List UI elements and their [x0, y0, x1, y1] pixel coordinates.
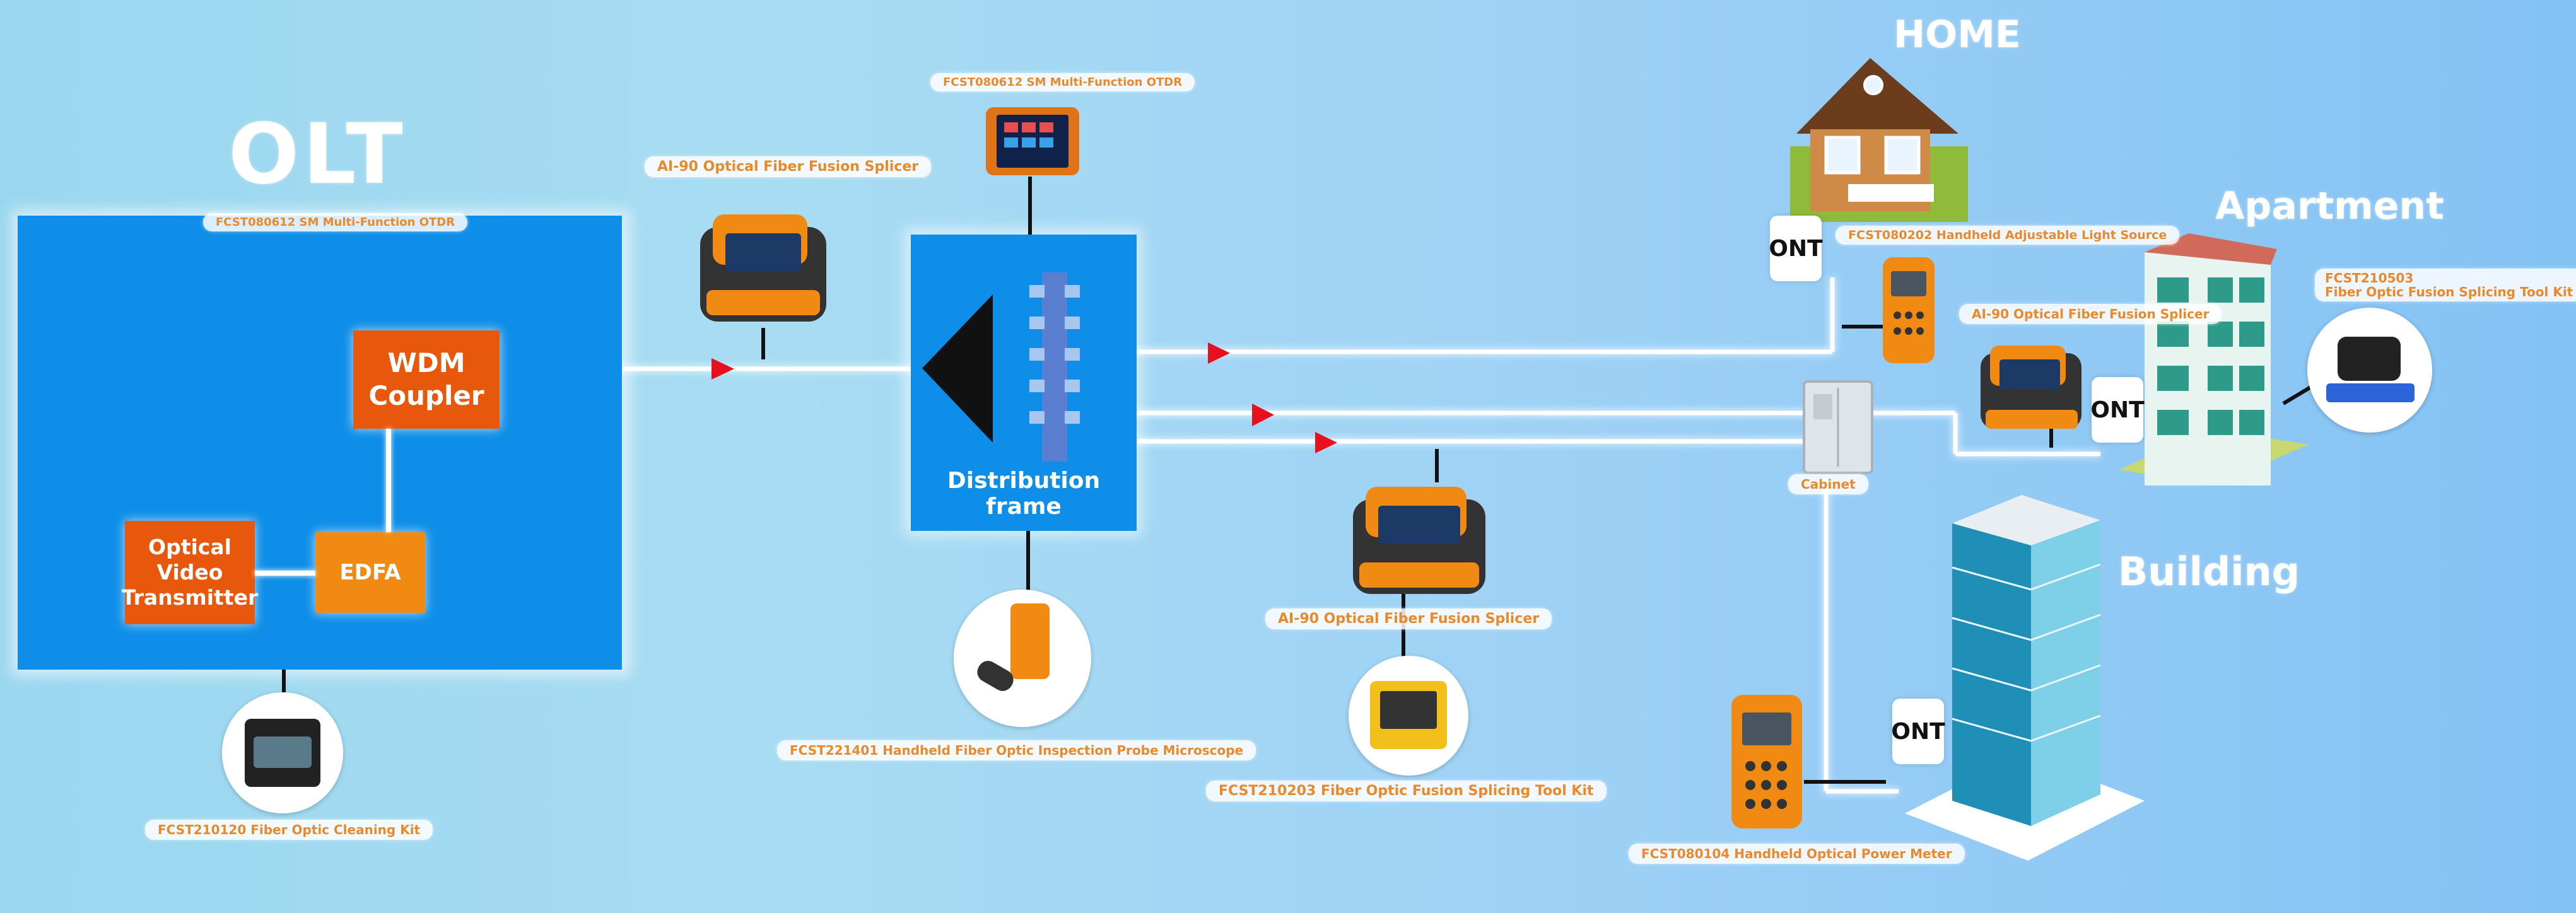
home-title: HOME — [1894, 13, 2021, 57]
distribution-frame-label: Distribution frame — [947, 468, 1101, 520]
splicer-right-label: AI-90 Optical Fiber Fusion Splicer — [1959, 304, 2222, 324]
fiber-lines — [249, 277, 2100, 794]
splicer-mid-label: AI-90 Optical Fiber Fusion Splicer — [1265, 608, 1552, 629]
splicing-kit-mid-label: FCST210203 Fiber Optic Fusion Splicing T… — [1206, 781, 1607, 801]
otdr-top-label: FCST080612 SM Multi-Function OTDR — [930, 73, 1195, 91]
outdoor-cabinet-icon — [1803, 380, 1873, 474]
wdm-edfa-link — [386, 429, 391, 532]
yellow-tool-case-icon — [1349, 656, 1468, 776]
splicing-kit-right-label-line2: Fiber Optic Fusion Splicing Tool Kit — [2325, 284, 2573, 299]
building-title: Building — [2118, 549, 2300, 595]
ont-building: ONT — [1891, 699, 1945, 764]
cabinet-label: Cabinet — [1788, 474, 1868, 494]
ont-apartment: ONT — [2090, 377, 2145, 443]
signal-arrows — [711, 342, 1337, 453]
skyscraper-icon — [1905, 495, 2145, 861]
microscope-label: FCST221401 Handheld Fiber Optic Inspecti… — [777, 740, 1256, 760]
light-source-label: FCST080202 Handheld Adjustable Light Sou… — [1835, 226, 2180, 245]
apartment-title: Apartment — [2215, 184, 2444, 228]
splicer-left-label: AI-90 Optical Fiber Fusion Splicer — [645, 156, 932, 177]
optical-video-transmitter-box: Optical Video Transmitter — [122, 521, 258, 624]
inspection-microscope-icon — [954, 590, 1091, 727]
edfa-transmitter-link — [255, 571, 315, 576]
wdm-coupler-box: WDM Coupler — [353, 330, 500, 429]
power-meter-label: FCST080104 Handheld Optical Power Meter — [1629, 844, 1965, 864]
fusion-splicer-icon — [1981, 346, 2081, 429]
olt-title: OLT — [228, 106, 407, 203]
tool-bag-icon — [2307, 308, 2432, 433]
splicing-kit-right-label-line1: FCST210503 — [2325, 270, 2414, 286]
splitter-triangle-icon — [922, 272, 1080, 462]
power-meter-icon — [1731, 695, 1802, 829]
apartment-building-icon — [2119, 233, 2309, 486]
edfa-box: EDFA — [315, 532, 425, 613]
cleaning-kit-label: FCST210120 Fiber Optic Cleaning Kit — [145, 820, 433, 840]
fusion-splicer-icon — [700, 214, 826, 322]
house-icon — [1790, 58, 1968, 222]
distribution-frame-panel: Distribution frame — [911, 235, 1137, 531]
otdr-device-icon — [986, 107, 1079, 175]
cleaning-kit-case-icon — [222, 692, 343, 813]
ont-home: ONT — [1769, 216, 1823, 281]
fusion-splicer-icon — [1353, 487, 1485, 594]
otdr-olt-label: FCST080612 SM Multi-Function OTDR — [203, 213, 468, 231]
splicing-kit-right-label: FCST210503 Fiber Optic Fusion Splicing T… — [2315, 269, 2576, 301]
light-source-meter-icon — [1883, 257, 1935, 363]
